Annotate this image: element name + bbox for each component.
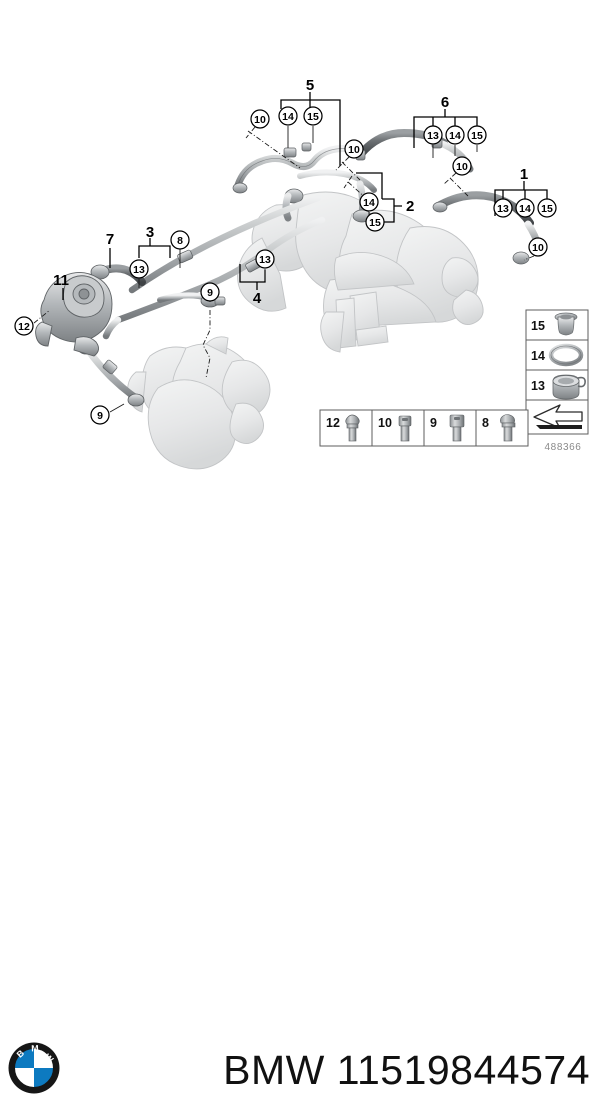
bubble-14-c: 14	[515, 198, 535, 218]
horizontal-fastener-legend: 12 10 9	[319, 409, 529, 447]
coolant-line-3	[128, 194, 322, 294]
o-ring-seal-icon	[548, 343, 584, 367]
bmw-logo: B M W	[8, 1042, 60, 1094]
callout-11-label: 11	[53, 272, 69, 289]
bubble-label: 13	[133, 264, 145, 276]
bubble-label: 9	[207, 287, 213, 299]
bubble-15-a: 15	[303, 106, 323, 126]
bubble-label: 15	[471, 130, 483, 142]
callout-3-bracket: 3	[138, 224, 171, 258]
direction-arrow-icon	[533, 404, 583, 429]
hex-flange-bolt-icon	[345, 414, 360, 442]
bubble-9-b: 9	[90, 405, 110, 425]
bubble-10-a: 10	[250, 109, 270, 129]
socket-head-screw-icon	[398, 415, 412, 442]
callout-5-label: 5	[306, 77, 314, 94]
bubble-14-b: 14	[445, 125, 465, 145]
bubble-label: 12	[18, 321, 30, 333]
exploded-parts-illustration: 5 6 1 2 3 4	[14, 77, 589, 470]
legend-row-15: 15	[531, 312, 578, 336]
bubble-13-b: 13	[423, 125, 443, 145]
legend-13-label: 13	[531, 379, 545, 393]
bubble-label: 9	[97, 410, 103, 422]
bubble-label: 15	[307, 111, 319, 123]
legend-15-label: 15	[531, 319, 545, 333]
bubble-10-d: 10	[528, 237, 548, 257]
legend-row-10: 10	[378, 415, 412, 442]
coolant-line-pump-outlet	[77, 341, 145, 407]
callout-4-label: 4	[253, 290, 262, 307]
bubble-13-c: 13	[493, 198, 513, 218]
bubble-13-a: 13	[129, 259, 149, 279]
legend-9-label: 9	[430, 416, 437, 430]
bubble-13-d: 13	[255, 249, 275, 269]
callout-6-label: 6	[441, 94, 449, 111]
legend-row-arrow	[533, 404, 583, 429]
bubble-label: 10	[532, 242, 544, 254]
bubble-label: 15	[541, 203, 553, 215]
callout-11-leader: 11	[53, 272, 69, 300]
callout-3-label: 3	[146, 224, 154, 241]
bubble-8-a: 8	[170, 230, 190, 250]
callout-6-bracket: 6	[413, 94, 478, 148]
legend-row-9: 9	[430, 414, 465, 442]
bubble-label: 13	[497, 203, 509, 215]
bubble-label: 8	[177, 235, 183, 247]
legend-12-label: 12	[326, 416, 340, 430]
sleeve-bushing-icon	[554, 312, 578, 336]
legend-row-14: 14	[531, 343, 584, 367]
bubble-12-a: 12	[14, 316, 34, 336]
numbered-bubbles: 10 14 15 13 14 15	[14, 106, 557, 425]
vertical-parts-legend: 15 14 13	[525, 309, 589, 453]
bubble-label: 10	[348, 144, 360, 156]
bubble-label: 15	[369, 217, 381, 229]
bubble-label: 14	[449, 130, 461, 142]
socket-head-screw-icon	[449, 414, 465, 442]
auxiliary-water-pump	[35, 272, 113, 357]
svg-text:M: M	[31, 1043, 39, 1053]
bubble-9-a: 9	[200, 282, 220, 302]
image-id-label: 488366	[545, 442, 582, 453]
bubble-leaders	[33, 126, 535, 413]
bubble-label: 14	[363, 197, 375, 209]
hex-flange-bolt-icon	[500, 414, 516, 442]
footer-part-number: BMW 11519844574	[223, 1047, 590, 1093]
bubble-15-d: 15	[365, 212, 385, 232]
footer-bar: B M W BMW 11519844574	[0, 515, 600, 1094]
bubble-14-a: 14	[278, 106, 298, 126]
callout-1-label: 1	[520, 166, 528, 183]
bubble-label: 13	[259, 254, 271, 266]
callout-7-leader: 7	[106, 231, 114, 268]
bubble-label: 13	[427, 130, 439, 142]
bubble-label: 14	[519, 203, 531, 215]
hose-clamp-icon	[552, 374, 586, 400]
bubble-label: 10	[254, 114, 266, 126]
ghosted-turbocharger-upper	[237, 191, 484, 353]
legend-row-13: 13	[531, 374, 586, 400]
bubble-label: 10	[456, 161, 468, 173]
callout-7-label: 7	[106, 231, 114, 248]
parts-diagram-root: 5 6 1 2 3 4	[0, 77, 600, 1094]
bubble-label: 14	[282, 111, 294, 123]
coolant-line-5	[232, 142, 366, 194]
legend-row-8: 8	[482, 414, 516, 442]
bubble-15-c: 15	[537, 198, 557, 218]
legend-8-label: 8	[482, 416, 489, 430]
callout-2-label: 2	[406, 198, 414, 215]
legend-10-label: 10	[378, 416, 392, 430]
bubble-14-d: 14	[359, 192, 379, 212]
bubble-10-c: 10	[452, 156, 472, 176]
legend-row-12: 12	[326, 414, 360, 442]
legend-14-label: 14	[531, 349, 545, 363]
bubble-10-b: 10	[344, 139, 364, 159]
ghosted-turbocharger-lower	[127, 336, 271, 470]
callout-2-bracket: 2	[356, 172, 414, 223]
bubble-15-b: 15	[467, 125, 487, 145]
